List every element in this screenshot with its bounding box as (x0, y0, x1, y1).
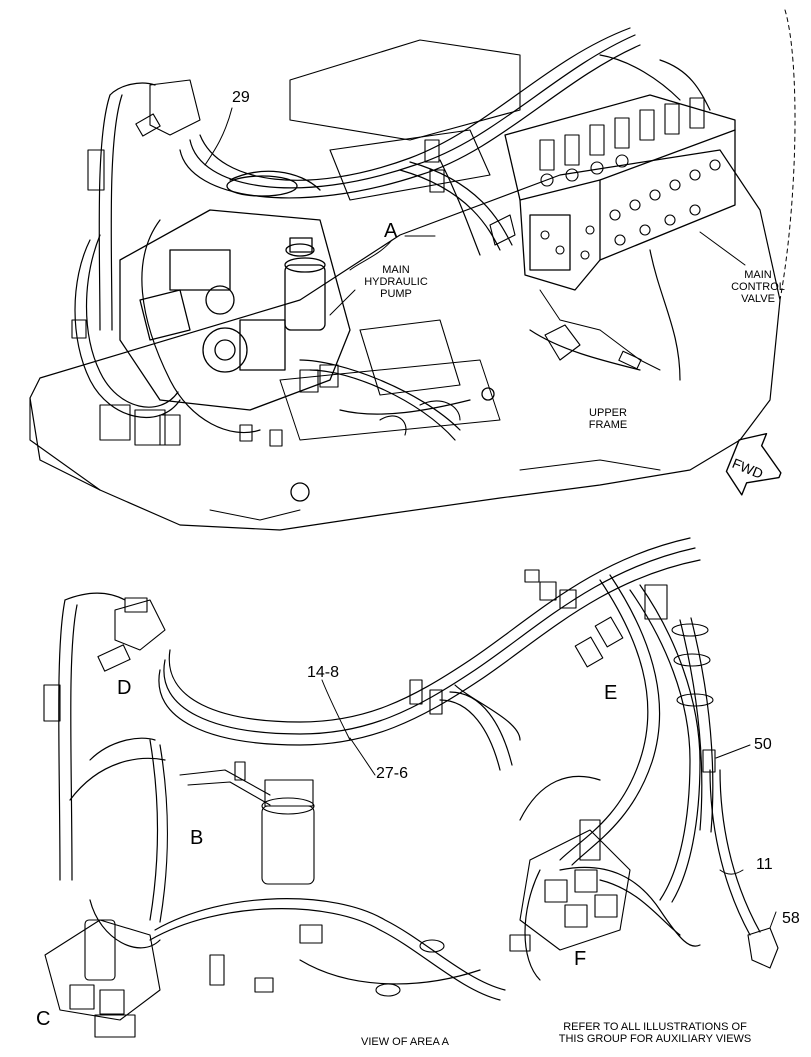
callout-view-c: C (36, 1008, 51, 1030)
top-view-hoses (74, 27, 711, 441)
bottom-view-components (43, 569, 779, 1038)
main-control-valve (504, 94, 736, 371)
callout-view-b: B (190, 827, 204, 849)
pump-label: MAIN HYDRAULIC PUMP (346, 264, 446, 300)
valve-label-line-1: MAIN (744, 269, 772, 281)
refer-note: REFER TO ALL ILLUSTRATIONS OF THIS GROUP… (520, 1021, 790, 1045)
callout-11: 11 (756, 856, 773, 873)
top-view-fittings (71, 79, 642, 447)
top-view-leaders (204, 107, 746, 316)
callout-view-e: E (604, 682, 618, 704)
frame-label-line-2: FRAME (588, 419, 628, 431)
callout-58: 58 (782, 910, 800, 927)
pump-label-line-3: PUMP (380, 288, 412, 300)
bottom-view-hoses (58, 537, 761, 1001)
view-of-area-caption: VIEW OF AREA A (360, 1036, 450, 1048)
callout-14-8: 14-8 (307, 664, 340, 681)
bottom-view-leaders (321, 679, 777, 929)
valve-label: MAIN CONTROL VALVE (718, 269, 798, 305)
fwd-arrow-icon (725, 432, 782, 496)
callout-view-a: A (384, 220, 398, 242)
refer-note-line-2: THIS GROUP FOR AUXILIARY VIEWS (558, 1033, 752, 1045)
callout-50: 50 (754, 736, 772, 753)
callout-view-d: D (117, 677, 132, 699)
frame-label: UPPER FRAME (568, 407, 648, 431)
frame-label-line-1: UPPER (589, 407, 627, 419)
callout-29: 29 (232, 89, 250, 106)
callout-27-6: 27-6 (376, 765, 409, 782)
valve-label-line-2: CONTROL (731, 281, 785, 293)
valve-label-line-3: VALVE (741, 293, 775, 305)
callout-view-f: F (574, 948, 587, 970)
refer-note-line-1: REFER TO ALL ILLUSTRATIONS OF (563, 1021, 747, 1033)
pump-label-line-2: HYDRAULIC (364, 276, 428, 288)
pump-label-line-1: MAIN (382, 264, 410, 276)
main-hydraulic-pump (119, 170, 351, 411)
